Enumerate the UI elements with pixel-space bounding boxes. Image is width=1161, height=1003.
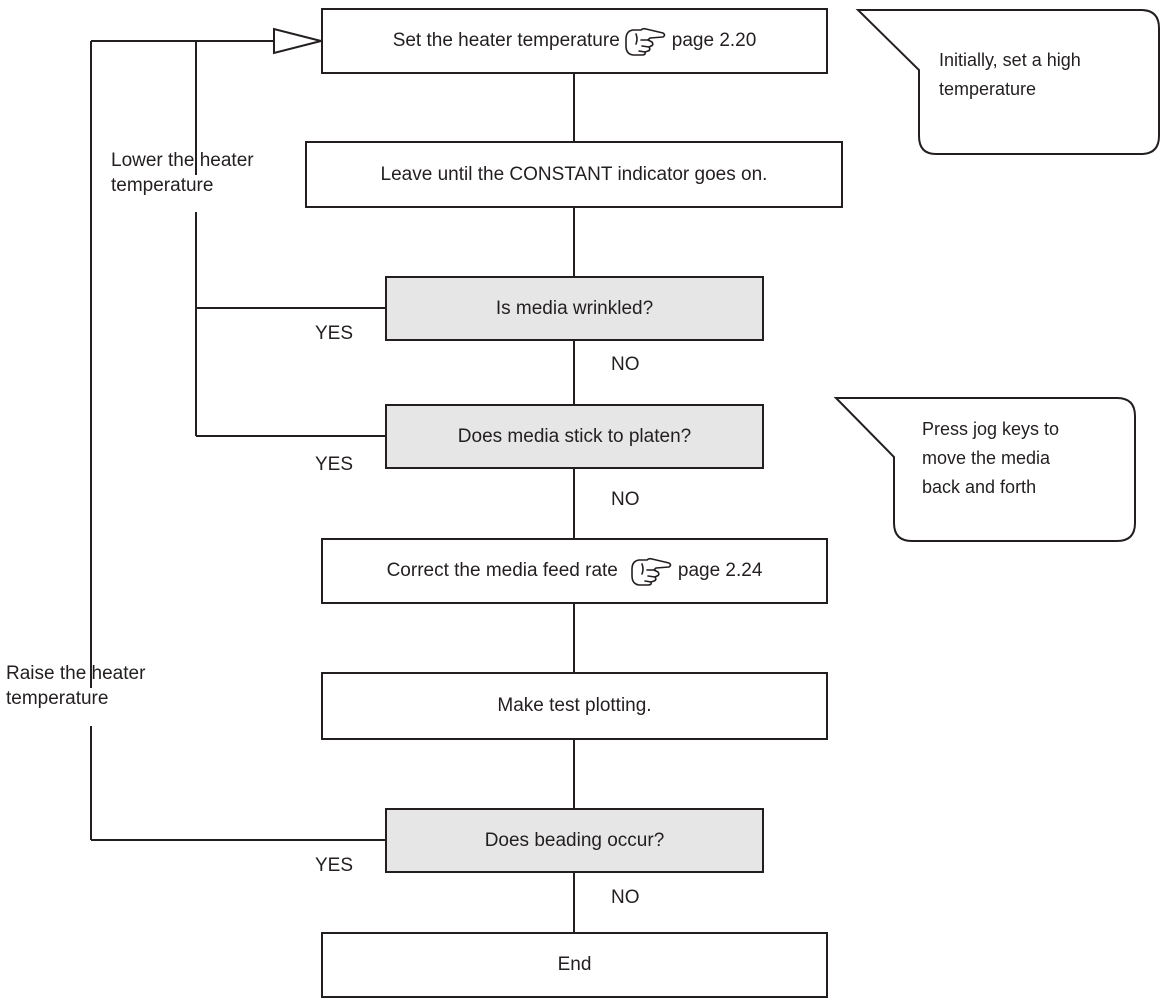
step-make-test-plotting: Make test plotting. bbox=[321, 672, 828, 740]
decision-media-stick-label: Does media stick to platen? bbox=[457, 425, 692, 447]
loop-raise-label-line1: Raise the heater bbox=[6, 663, 146, 684]
callout-jog-line2: move the media bbox=[922, 448, 1051, 468]
pointing-hand-icon bbox=[631, 557, 672, 586]
loop-lower-label-line2: temperature bbox=[111, 175, 214, 196]
step-end-label: End bbox=[557, 954, 592, 975]
branch-yes-stick: YES bbox=[315, 454, 354, 475]
loop-lower-label: Lower the heater temperature bbox=[111, 148, 254, 198]
decision-media-stick: Does media stick to platen? bbox=[385, 404, 764, 469]
step-correct-feed-rate-ref: page 2.24 bbox=[677, 560, 763, 581]
decision-beading: Does beading occur? bbox=[385, 808, 764, 873]
callout-initial-text: Initially, set a high temperature bbox=[939, 46, 1081, 104]
branch-no-beading: NO bbox=[611, 887, 640, 908]
step-set-heater-temperature: Set the heater temperature page 2.20 bbox=[321, 8, 828, 74]
callout-jog-line3: back and forth bbox=[922, 477, 1037, 497]
decision-media-wrinkled-label: Is media wrinkled? bbox=[495, 297, 654, 319]
loop-raise-label-line2: temperature bbox=[6, 688, 109, 709]
branch-yes-wrinkled: YES bbox=[315, 323, 354, 344]
step-correct-feed-rate-label: Correct the media feed rate bbox=[386, 560, 618, 581]
callout-jog-shape bbox=[833, 397, 1136, 542]
branch-yes-beading: YES bbox=[315, 855, 354, 876]
decision-media-wrinkled: Is media wrinkled? bbox=[385, 276, 764, 341]
step-set-heater-temperature-ref: page 2.20 bbox=[671, 30, 757, 51]
branch-no-stick: NO bbox=[611, 489, 640, 510]
step-correct-feed-rate: Correct the media feed rate page 2.24 bbox=[321, 538, 828, 604]
pointing-hand-icon bbox=[624, 27, 666, 56]
callout-initial-line1: Initially, set a high bbox=[939, 50, 1081, 70]
step-make-test-plotting-label: Make test plotting. bbox=[497, 695, 652, 716]
step-leave-until-constant: Leave until the CONSTANT indicator goes … bbox=[305, 141, 843, 208]
return-arrowhead bbox=[273, 27, 322, 55]
callout-initial-shape bbox=[855, 9, 1160, 155]
callout-jog-text: Press jog keys to move the media back an… bbox=[922, 415, 1059, 502]
decision-beading-label: Does beading occur? bbox=[484, 829, 665, 851]
step-leave-until-constant-label: Leave until the CONSTANT indicator goes … bbox=[380, 163, 768, 185]
step-end: End bbox=[321, 932, 828, 998]
callout-initial-line2: temperature bbox=[939, 79, 1037, 99]
callout-jog-line1: Press jog keys to bbox=[922, 419, 1060, 439]
step-set-heater-temperature-label: Set the heater temperature bbox=[392, 30, 620, 51]
loop-raise-label: Raise the heater temperature bbox=[6, 661, 145, 711]
loop-lower-label-line1: Lower the heater bbox=[111, 150, 254, 171]
branch-no-wrinkled: NO bbox=[611, 354, 640, 375]
